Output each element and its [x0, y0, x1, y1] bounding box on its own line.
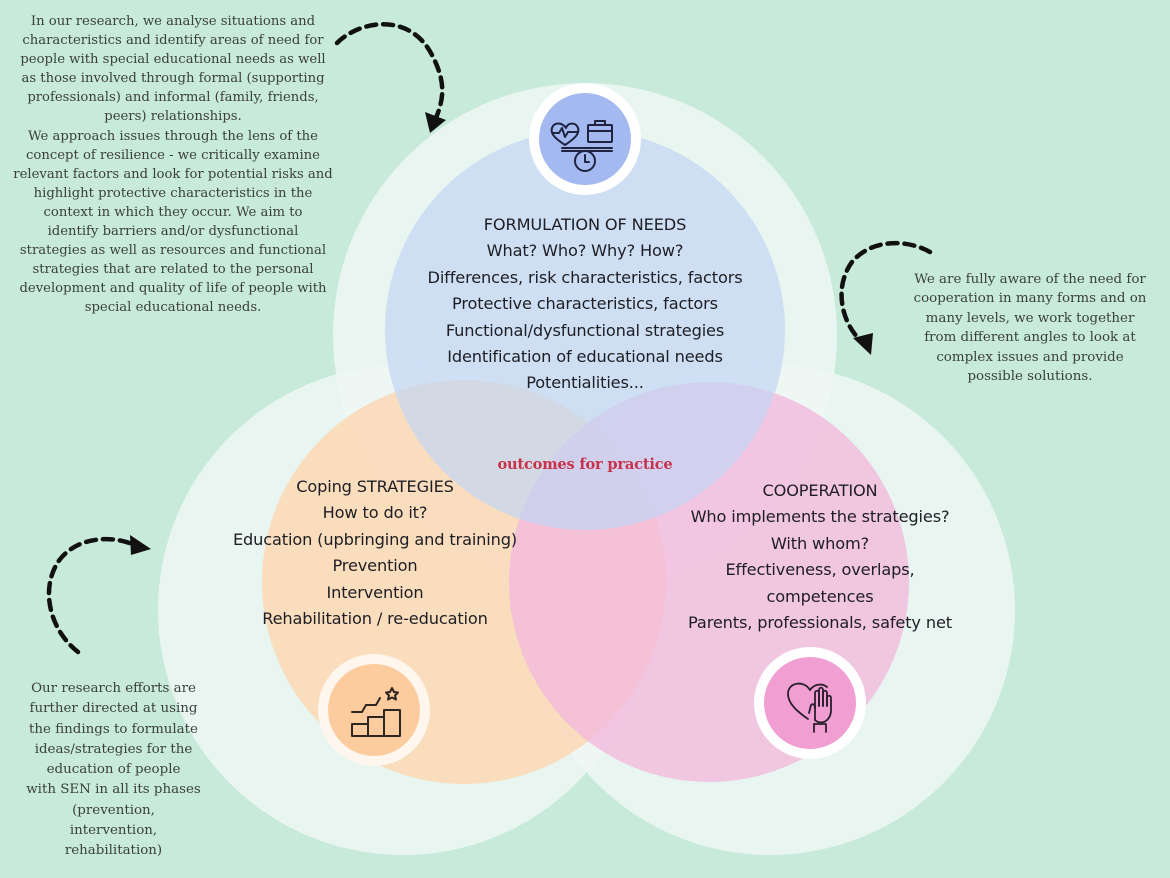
arrow-right [839, 240, 933, 355]
cooperation-icon-badge [754, 647, 866, 759]
cooperation-line: Parents, professionals, safety net [688, 613, 952, 633]
balance-heart-briefcase-clock-icon [550, 120, 613, 172]
cooperation-line: competences [766, 586, 874, 606]
needs-icon-badge [529, 83, 641, 195]
arrow-bottom-left [46, 535, 151, 655]
arrow-top [334, 22, 446, 133]
needs-line: Functional/dysfunctional strategies [445, 320, 725, 340]
coping-line: How to do it? [322, 503, 428, 523]
needs-line: Protective characteristics, factors [452, 294, 718, 314]
cooperation-line: With whom? [770, 533, 870, 553]
needs-text-block: FORMULATION OF NEEDS What? Who? Why? How… [385, 212, 785, 397]
outcomes-label: outcomes for practice [497, 456, 673, 473]
note-research-efforts: Our research efforts are further directe… [26, 681, 201, 859]
needs-line: What? Who? Why? How? [486, 241, 684, 261]
note-cooperation: We are fully aware of the need for coope… [913, 272, 1147, 385]
note-research-analysis: In our research, we analyse situations a… [13, 14, 333, 316]
needs-line: Identification of educational needs [447, 347, 723, 367]
cooperation-text-block: COOPERATION Who implements the strategie… [655, 478, 985, 636]
needs-line: Differences, risk characteristics, facto… [427, 267, 743, 287]
coping-line: Intervention [326, 582, 424, 602]
needs-title: FORMULATION OF NEEDS [483, 215, 687, 234]
coping-text-block: Coping STRATEGIES How to do it? Educatio… [200, 474, 550, 632]
heart-hand-icon [787, 682, 832, 733]
cooperation-line: Effectiveness, overlaps, [725, 560, 915, 580]
coping-title: Coping STRATEGIES [296, 477, 454, 496]
circle-needs [385, 130, 785, 530]
coping-line: Prevention [332, 556, 418, 576]
cooperation-line: Who implements the strategies? [690, 507, 950, 527]
cooperation-title: COOPERATION [762, 481, 878, 500]
coping-line: Rehabilitation / re-education [262, 609, 488, 629]
coping-icon-badge [318, 654, 430, 766]
growth-steps-star-icon [351, 687, 401, 737]
coping-line: Education (upbringing and training) [232, 529, 518, 549]
needs-line: Potentialities... [526, 373, 644, 393]
